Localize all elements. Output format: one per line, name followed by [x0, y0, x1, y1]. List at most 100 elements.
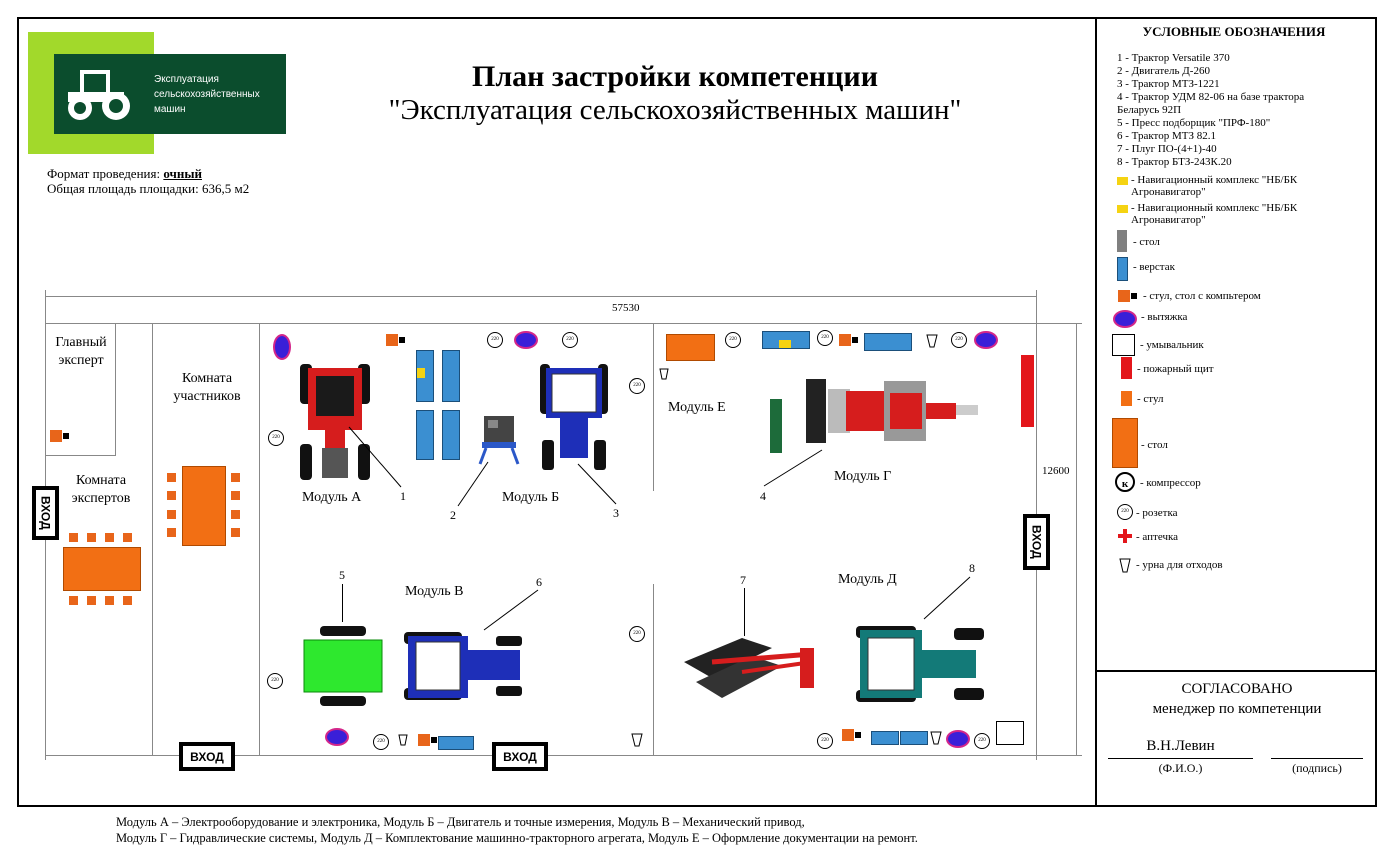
legend-washbasin: - умывальник	[1140, 339, 1204, 351]
socket-icon: 220	[817, 733, 833, 749]
format-value: очный	[163, 166, 202, 181]
legend-computer-chair: - стул, стол с компьтером	[1143, 290, 1261, 302]
wall-chief	[115, 323, 116, 456]
engine-d260	[478, 416, 520, 465]
legend-compressor: - компрессор	[1140, 477, 1201, 489]
legend-fire-board-icon	[1121, 357, 1132, 379]
socket-icon: 220	[725, 332, 741, 348]
legend-socket: - розетка	[1136, 507, 1178, 519]
wall-module-mid-bottom	[653, 584, 654, 755]
legend-item-3: 3 - Трактор МТЗ-1221	[1117, 78, 1220, 90]
computer-chair	[842, 729, 861, 741]
entry-bottom-1: ВХОД	[179, 742, 235, 771]
chair	[105, 533, 114, 542]
socket-icon: 220	[487, 332, 503, 348]
participants-room-label: Комната участников	[173, 371, 241, 404]
approval-name: В.Н.Левин	[1146, 738, 1215, 754]
legend-washbasin-icon	[1112, 334, 1135, 356]
navigation-complex	[417, 368, 425, 378]
wall-workshop	[259, 323, 260, 755]
table	[666, 334, 715, 361]
compressor-icon: к	[1115, 472, 1135, 492]
legend-table: - стол	[1141, 439, 1168, 451]
legend-navigation-icon	[1117, 205, 1128, 213]
sign-underline	[1271, 758, 1363, 759]
workbench	[438, 736, 474, 750]
first-aid-icon	[1118, 529, 1132, 543]
legend-fire-board: - пожарный щит	[1137, 363, 1214, 375]
dimension-height-label: 12600	[1042, 465, 1070, 477]
chair	[105, 596, 114, 605]
tractor-mtz-1221	[540, 364, 608, 470]
socket-icon: 220	[629, 626, 645, 642]
equipment-green	[770, 399, 782, 453]
chair	[167, 528, 176, 537]
legend-divider	[1095, 17, 1097, 807]
legend-item-6: 6 - Трактор МТЗ 82.1	[1117, 130, 1216, 142]
chair	[87, 533, 96, 542]
wall-top	[45, 323, 1082, 324]
chair	[87, 596, 96, 605]
socket-icon: 220	[373, 734, 389, 750]
hood	[273, 334, 291, 360]
legend-socket-icon: 220	[1117, 504, 1133, 520]
approval-role: менеджер по компетенции	[1152, 701, 1322, 717]
workbench	[864, 333, 912, 351]
participants-table	[182, 466, 226, 546]
format-label: Формат проведения:	[47, 166, 164, 181]
hood	[514, 331, 538, 349]
chair	[231, 510, 240, 519]
entry-right: ВХОД	[1023, 514, 1050, 570]
tractor-mtz-82-1	[404, 632, 522, 700]
legend-chair-icon	[1121, 391, 1132, 406]
legend-navigation-icon	[1117, 177, 1128, 185]
leader-line-2	[457, 461, 489, 507]
wall-chief-bottom	[45, 455, 115, 456]
workbench	[416, 410, 434, 460]
tractor-icon	[68, 70, 130, 120]
legend-table-icon	[1112, 418, 1138, 468]
module-b-label: Модуль Б	[502, 490, 560, 505]
computer-chair-chief	[50, 430, 69, 442]
socket-icon: 220	[974, 733, 990, 749]
callout-4: 4	[760, 489, 766, 503]
workbench	[900, 731, 928, 745]
socket-icon: 220	[267, 673, 283, 689]
chair	[231, 491, 240, 500]
legend-item-1: 1 - Трактор Versatile 370	[1117, 52, 1230, 64]
footer-line-1: Модуль А – Электрооборудование и электро…	[116, 815, 805, 829]
module-e-label: Модуль Е	[668, 400, 726, 415]
waste-bin-icon	[398, 734, 408, 746]
workbench	[442, 350, 460, 402]
chair	[231, 528, 240, 537]
chair	[123, 596, 132, 605]
hood	[974, 331, 998, 349]
legend-waste-bin: - урна для отходов	[1136, 559, 1223, 571]
logo-text: Эксплуатация сельскохозяйственных машин	[154, 74, 260, 115]
legend-item-2: 2 - Двигатель Д-260	[1117, 65, 1210, 77]
legend-workbench-icon	[1117, 257, 1128, 281]
wall-participants	[152, 323, 153, 755]
chair	[167, 510, 176, 519]
workbench	[442, 410, 460, 460]
workbench	[416, 350, 434, 402]
legend-waste-bin-icon	[1119, 558, 1131, 573]
socket-icon: 220	[629, 378, 645, 394]
tractor-versatile-370	[300, 364, 370, 480]
approval-title: СОГЛАСОВАНО	[1181, 681, 1293, 697]
callout-6: 6	[536, 575, 542, 589]
footer-line-2: Модуль Г – Гидравлические системы, Модул…	[116, 831, 918, 845]
dimension-width-label: 57530	[612, 302, 640, 314]
socket-icon: 220	[268, 430, 284, 446]
callout-2: 2	[450, 508, 456, 522]
computer-chair	[839, 334, 858, 346]
callout-7: 7	[740, 573, 746, 587]
drawing-frame	[17, 17, 1377, 807]
workbench	[871, 731, 899, 745]
waste-bin-icon	[659, 368, 669, 380]
leader-line-1	[348, 426, 402, 488]
chair	[231, 473, 240, 482]
legend-item-5: 5 - Пресс подборщик "ПРФ-180"	[1117, 117, 1271, 129]
wall-bottom	[45, 755, 1082, 756]
leader-line-3	[577, 463, 617, 505]
